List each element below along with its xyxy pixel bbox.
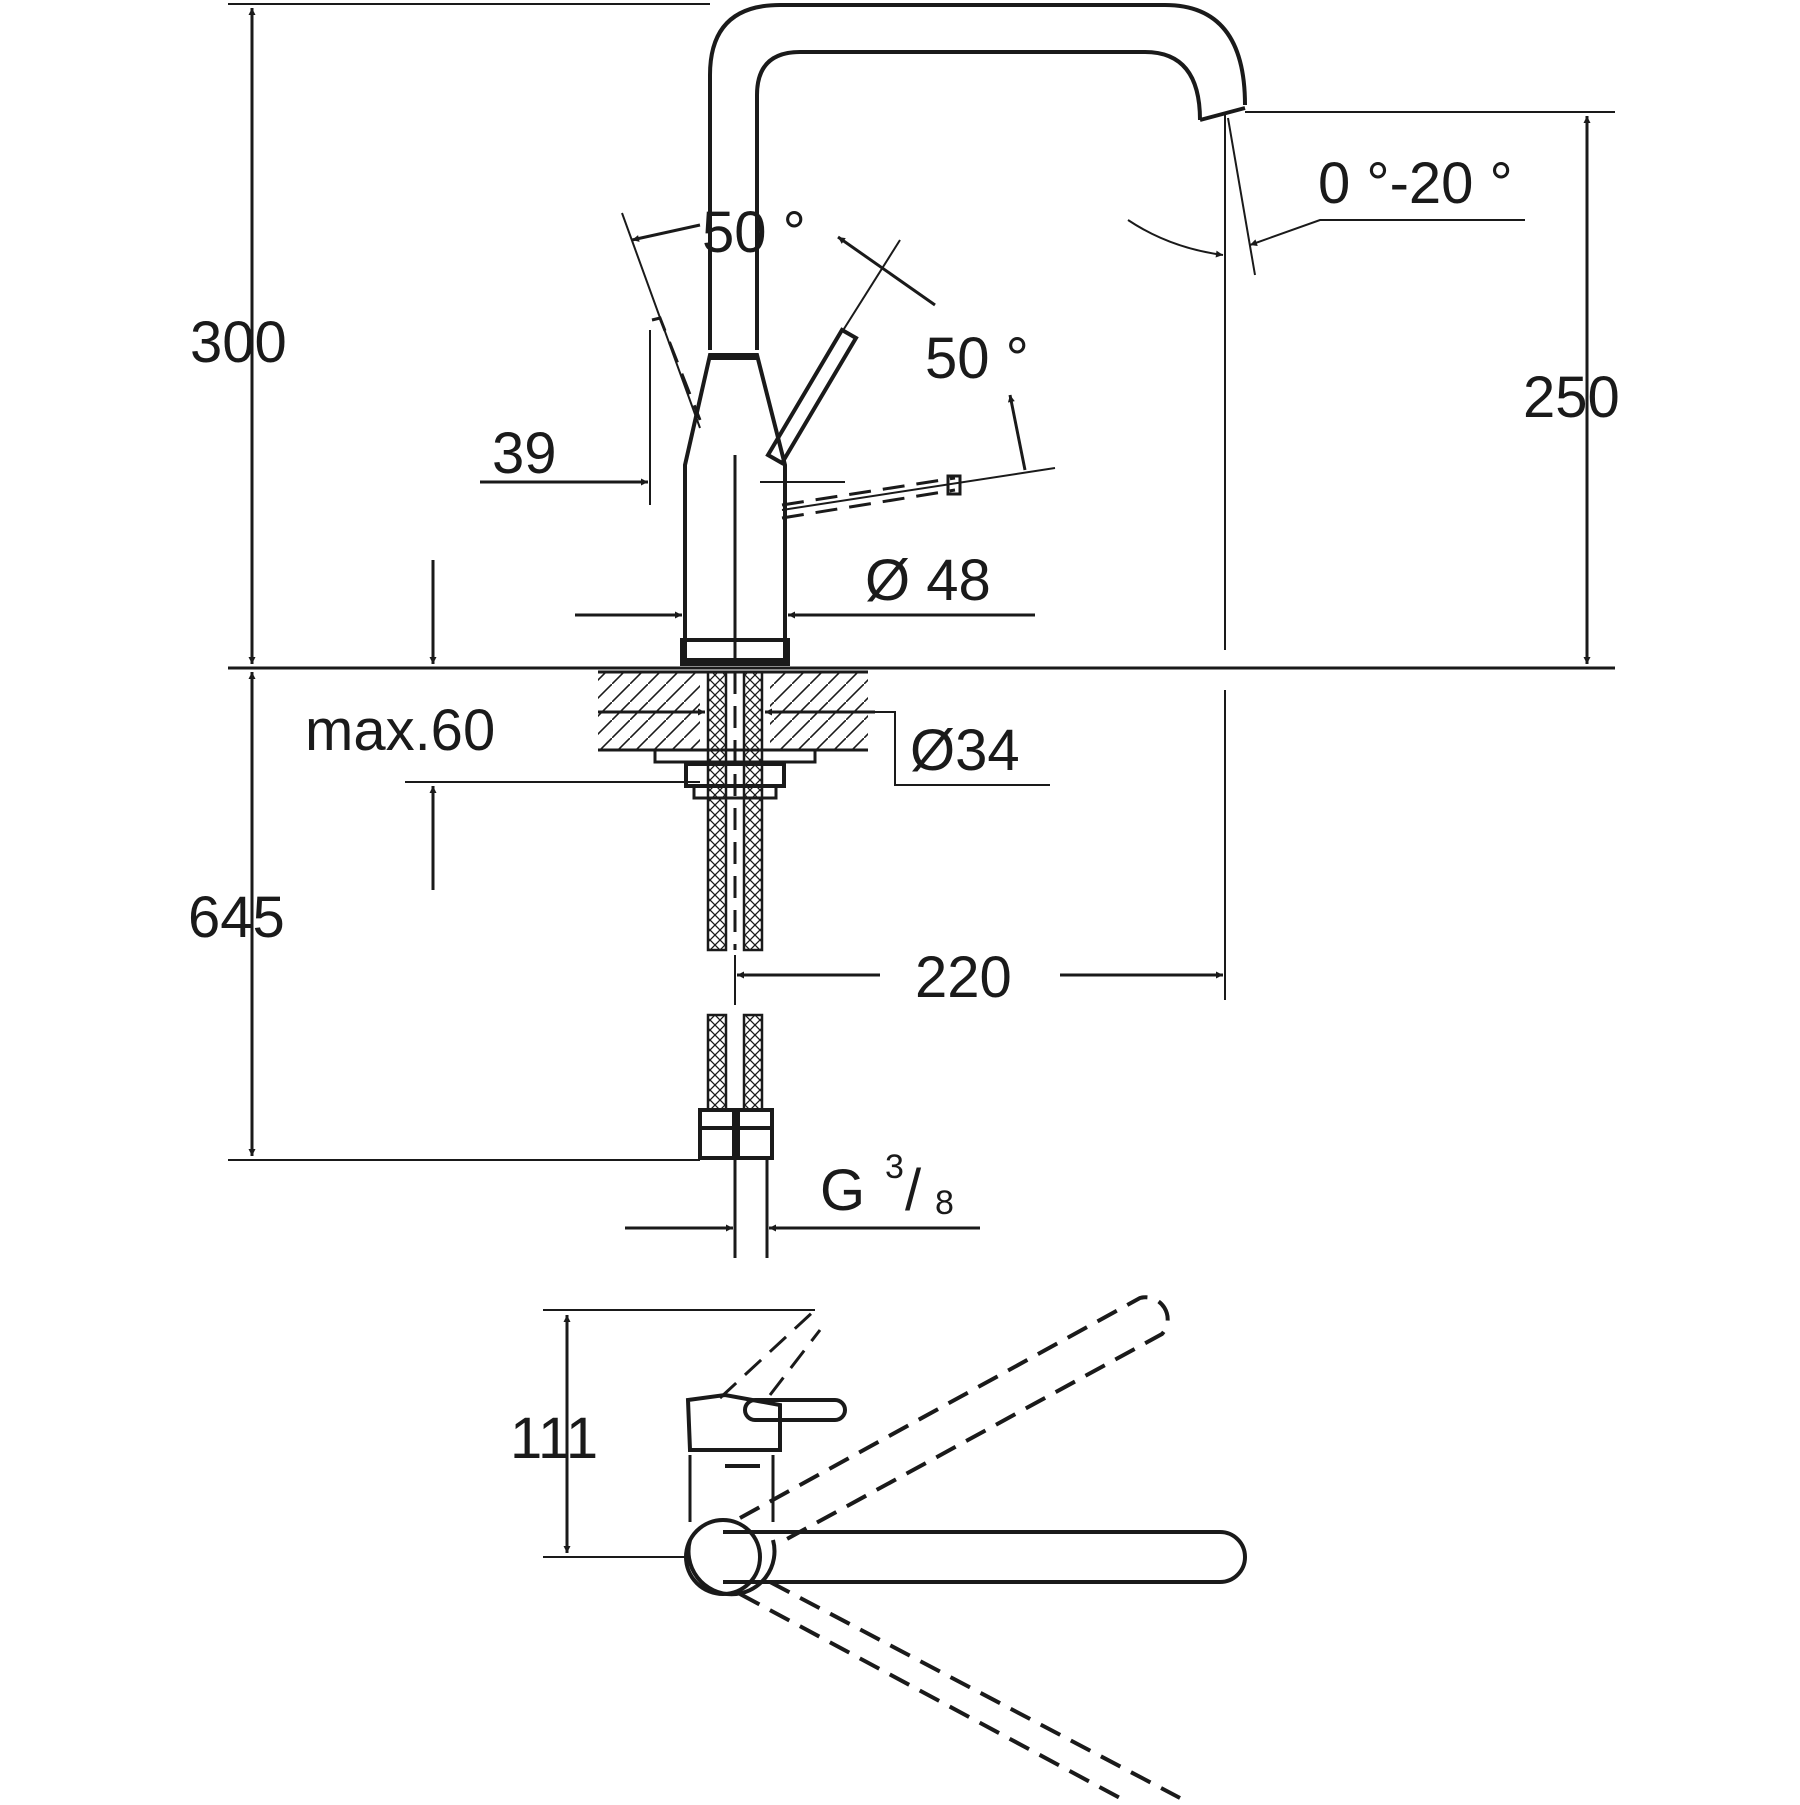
- dim-diameter-34: Ø34: [910, 718, 1020, 783]
- dim-diameter-48: Ø 48: [865, 548, 991, 613]
- lever: [765, 327, 859, 466]
- angle-right-50: 50 °: [925, 326, 1029, 391]
- hose-nut: [736, 1108, 774, 1160]
- dimension-lines: [228, 3, 1615, 1232]
- thread-label: G: [820, 1158, 865, 1223]
- spout-inner: [755, 50, 1202, 350]
- spout-ghost-up: [739, 1295, 1170, 1542]
- supply-hoses: [698, 670, 774, 1258]
- dim-220: 220: [915, 945, 1012, 1010]
- thread-sub: 8: [935, 1184, 954, 1222]
- dim-39: 39: [492, 421, 557, 486]
- faucet-top-view: [543, 1295, 1247, 1800]
- countertop-section: [598, 670, 868, 800]
- spout-top: [723, 1530, 1247, 1584]
- spout-ghost-down: [739, 1580, 1181, 1800]
- hose-nut: [698, 1108, 736, 1160]
- dim-max-60: max.60: [305, 698, 495, 763]
- spout-aerator: [1199, 106, 1246, 122]
- dim-645: 645: [188, 885, 285, 950]
- angle-left-50: 50 °: [702, 200, 806, 265]
- body-base: [680, 638, 790, 666]
- lever-ghost-left: [651, 316, 702, 421]
- faucet-body: [683, 353, 787, 662]
- dim-111: 111: [510, 1406, 598, 1471]
- thread-slash: /: [905, 1158, 922, 1223]
- spout-outer: [708, 3, 1247, 350]
- thread-sup: 3: [885, 1148, 904, 1186]
- lever-ghost-right: [781, 476, 956, 520]
- dim-250: 250: [1523, 365, 1620, 430]
- dim-300: 300: [190, 310, 287, 375]
- faucet-side-view: [651, 3, 1247, 666]
- angle-spout-tilt: 0 °-20 °: [1318, 151, 1513, 216]
